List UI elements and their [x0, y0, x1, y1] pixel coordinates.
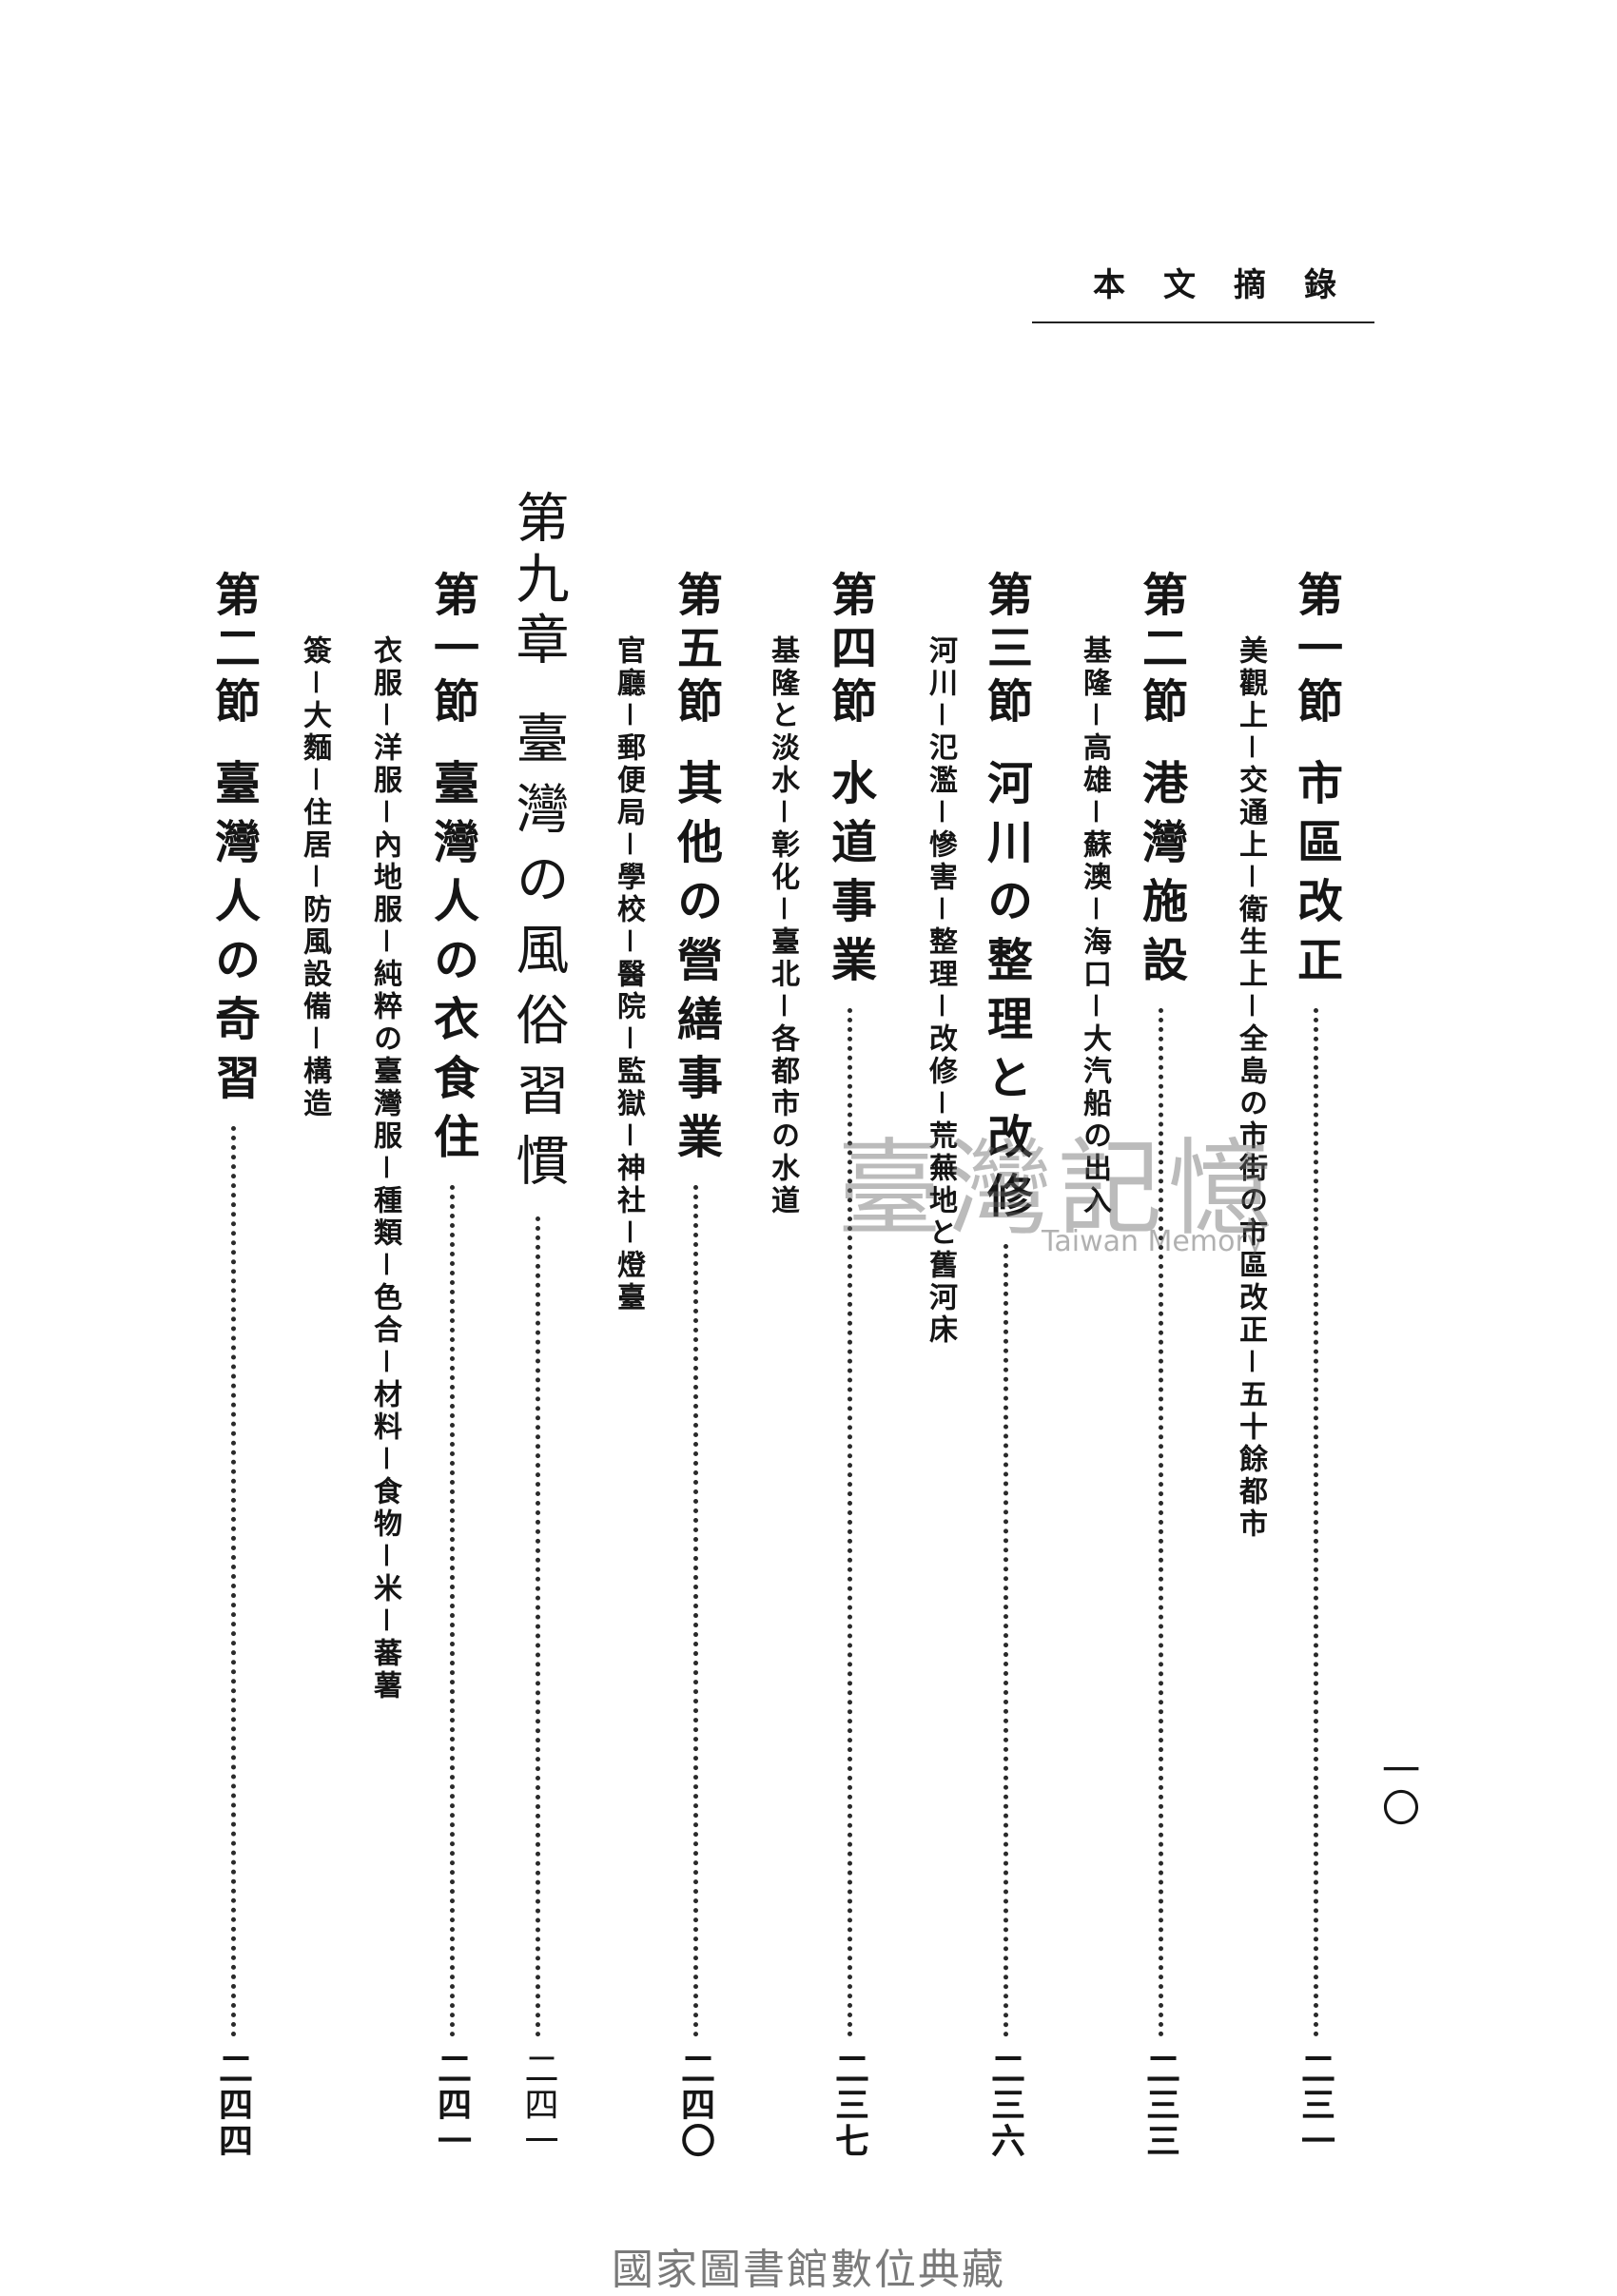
toc-entry-page: 二三三: [1140, 2051, 1180, 2159]
toc-entry-1[interactable]: 第一節 市區改正 二三一: [1282, 571, 1349, 2159]
toc-entry-7[interactable]: 第一節 臺灣人の衣食住 二四一: [419, 571, 485, 2159]
toc-entry-title: 臺灣人の奇習: [206, 759, 260, 1113]
toc-entry-number: 第一節: [425, 571, 478, 730]
watermark-logo-text: 臺灣記憶: [837, 1128, 1278, 1250]
running-header: 本文摘錄: [1093, 266, 1374, 304]
toc-entry-5[interactable]: 第五節 其他の營繕事業 二四〇: [662, 571, 729, 2159]
toc-entry-number: 第一節: [1289, 571, 1342, 730]
toc-entry-2-subtopics: 基隆－高雄－蘇澳－海口－大汽船の出入: [1078, 635, 1111, 1217]
toc-entry-number: 第二節: [206, 571, 260, 730]
toc-entry-4-subtopics: 基隆と淡水－彰化－臺北－各都市の水道: [766, 635, 799, 1217]
toc-entry-number: 第四節: [823, 571, 876, 730]
toc-entry-number: 第三節: [979, 571, 1032, 730]
toc-entry-7-subtopics: 衣服－洋服－內地服－純粹の臺灣服－種類－色合－材料－食物－米－蕃薯: [368, 635, 401, 1703]
leader-dots: [1003, 1244, 1008, 2037]
watermark-subtitle: Taiwan Memory: [1042, 1225, 1264, 1258]
toc-entry-page: 二四一: [518, 2051, 558, 2159]
toc-entry-5-subtopics: 官廳－郵便局－學校－醫院－監獄－神社－燈臺: [612, 635, 645, 1314]
toc-entry-title: 河川の整理と改修: [979, 759, 1032, 1231]
header-rule: [1032, 321, 1374, 323]
library-footer: 國家圖書館數位典藏: [612, 2246, 1005, 2294]
toc-entry-3[interactable]: 第三節 河川の整理と改修 二三六: [972, 571, 1039, 2159]
leader-dots: [1313, 1008, 1318, 2037]
toc-entry-title: 臺灣人の衣食住: [425, 759, 478, 1172]
toc-entry-3-subtopics: 河川－氾濫－慘害－整理－改修－荒蕪地と舊河床: [924, 635, 957, 1347]
toc-entry-page: 二三一: [1296, 2051, 1335, 2159]
leader-dots: [692, 1185, 698, 2037]
toc-entry-number: 第五節: [669, 571, 722, 730]
page-number: 一〇: [1375, 1750, 1419, 1826]
toc-entry-1-subtopics: 美觀上－交通上－衛生上－全島の市街の市區改正－五十餘都市: [1234, 635, 1267, 1541]
leader-dots: [847, 1008, 852, 2037]
toc-entry-page: 二四四: [213, 2051, 253, 2159]
toc-entry-7-subtopics-cont: 簽－大麵－住居－防風設備－構造: [298, 635, 331, 1120]
toc-chapter-9[interactable]: 第九章 臺灣の風俗習慣 二四一: [499, 490, 576, 2159]
toc-entry-title: 港灣施設: [1134, 759, 1187, 995]
leader-dots: [449, 1185, 455, 2037]
taiwan-memory-watermark: 臺灣記憶 Taiwan Memory: [837, 1137, 1294, 1270]
leader-dots: [230, 1126, 236, 2037]
toc-entry-title: 市區改正: [1289, 759, 1342, 995]
toc-entry-page: 二四一: [432, 2051, 472, 2159]
toc-entry-4[interactable]: 第四節 水道事業 二三七: [816, 571, 883, 2159]
toc-entry-title: 其他の營繕事業: [669, 759, 722, 1172]
toc-chapter-number: 第九章: [507, 490, 569, 672]
toc-entry-8[interactable]: 第二節 臺灣人の奇習 二四四: [200, 571, 266, 2159]
leader-dots: [1158, 1008, 1163, 2037]
toc-entry-title: 水道事業: [823, 759, 876, 995]
toc-entry-number: 第二節: [1134, 571, 1187, 730]
toc-entry-page: 二三七: [829, 2051, 869, 2159]
toc-entry-page: 二三六: [985, 2051, 1025, 2159]
toc-entry-2[interactable]: 第二節 港灣施設 二三三: [1127, 571, 1194, 2159]
toc-entry-page: 二四〇: [675, 2051, 715, 2159]
toc-chapter-title: 臺灣の風俗習慣: [507, 710, 569, 1203]
leader-dots: [536, 1216, 540, 2037]
